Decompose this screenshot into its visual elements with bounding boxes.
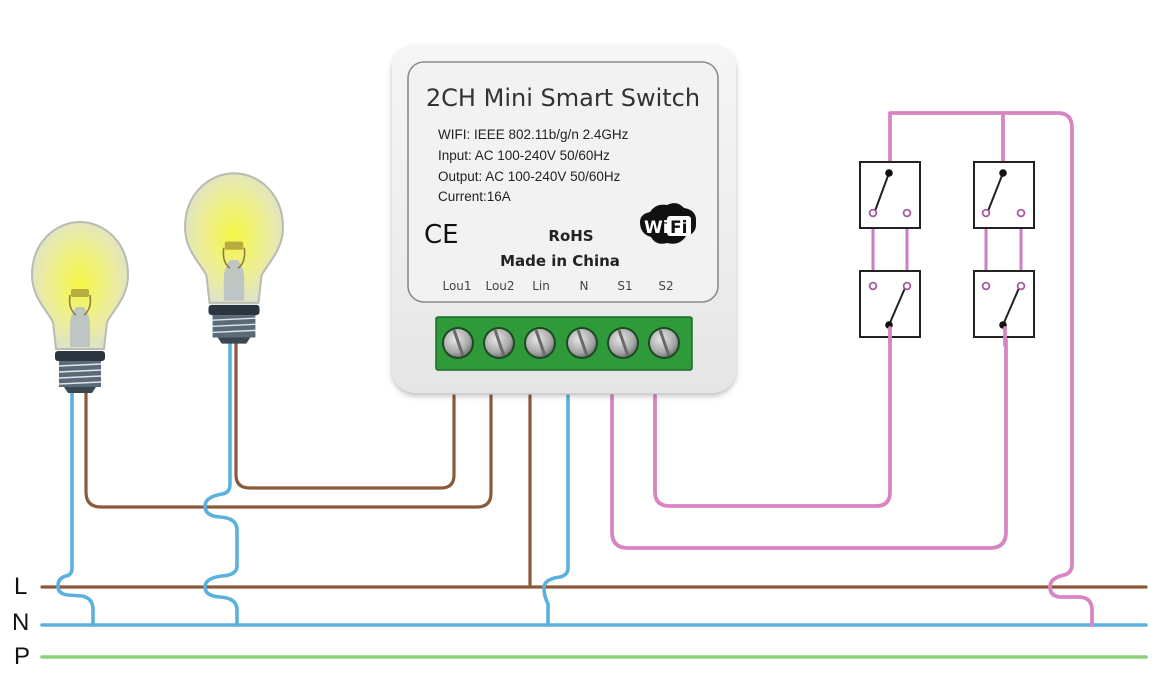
svg-text:Wi: Wi [644,218,669,238]
terminal-label-n: N [580,279,589,293]
two-way-switch-icon [859,161,921,229]
screw-icon [607,327,639,359]
switch-common-feed-wire [888,111,1094,627]
device-spec-wifi: WIFI: IEEE 802.11b/g/n 2.4GHz [438,127,629,142]
device-spec-current: Current:16A [438,189,511,204]
screw-icon [483,327,515,359]
s2-wire [653,338,892,508]
screw-icon [566,327,598,359]
ce-mark-icon: CE [424,220,459,250]
screw-icon [648,327,680,359]
rail-label-neutral: N [12,609,29,636]
wifi-logo-icon: Wi Fi [640,203,697,244]
s1-wire [610,338,1008,550]
light-bulb-icon [30,220,130,393]
device-spec-input: Input: AC 100-240V 50/60Hz [438,148,610,163]
terminal-label-lou2: Lou2 [485,279,514,293]
terminal-label-s1: S1 [617,279,632,293]
terminal-label-s2: S2 [658,279,673,293]
two-way-switch-icon [973,161,1035,229]
screw-icon [442,327,474,359]
device-title: 2CH Mini Smart Switch [426,84,700,112]
svg-text:Fi: Fi [670,218,687,238]
terminal-screws [442,327,680,359]
smart-switch-device: 2CH Mini Smart Switch WIFI: IEEE 802.11b… [392,45,736,393]
lamp-1-neutral-wire [56,390,95,627]
bus-rails: L N P [12,573,1148,670]
rail-label-live: L [14,573,27,600]
light-bulb-icon [184,172,284,344]
terminal-label-lou1: Lou1 [442,279,471,293]
screw-icon [524,327,556,359]
terminal-label-lin: Lin [532,279,550,293]
terminal-labels: Lou1 Lou2 Lin N S1 S2 [442,279,673,293]
lamp-2-neutral-wire [203,338,239,627]
origin-label: Made in China [500,252,620,270]
device-spec-output: Output: AC 100-240V 50/60Hz [438,169,621,184]
device-neutral-wire [542,394,570,627]
rohs-label: RoHS [548,227,593,245]
two-way-switches [859,161,1035,347]
rail-label-protective: P [14,643,30,670]
lamp-2-live-wire [234,338,456,490]
lamp-1-live-wire [84,390,493,509]
terminal-block [435,316,693,371]
two-way-switch-icon [859,270,921,338]
